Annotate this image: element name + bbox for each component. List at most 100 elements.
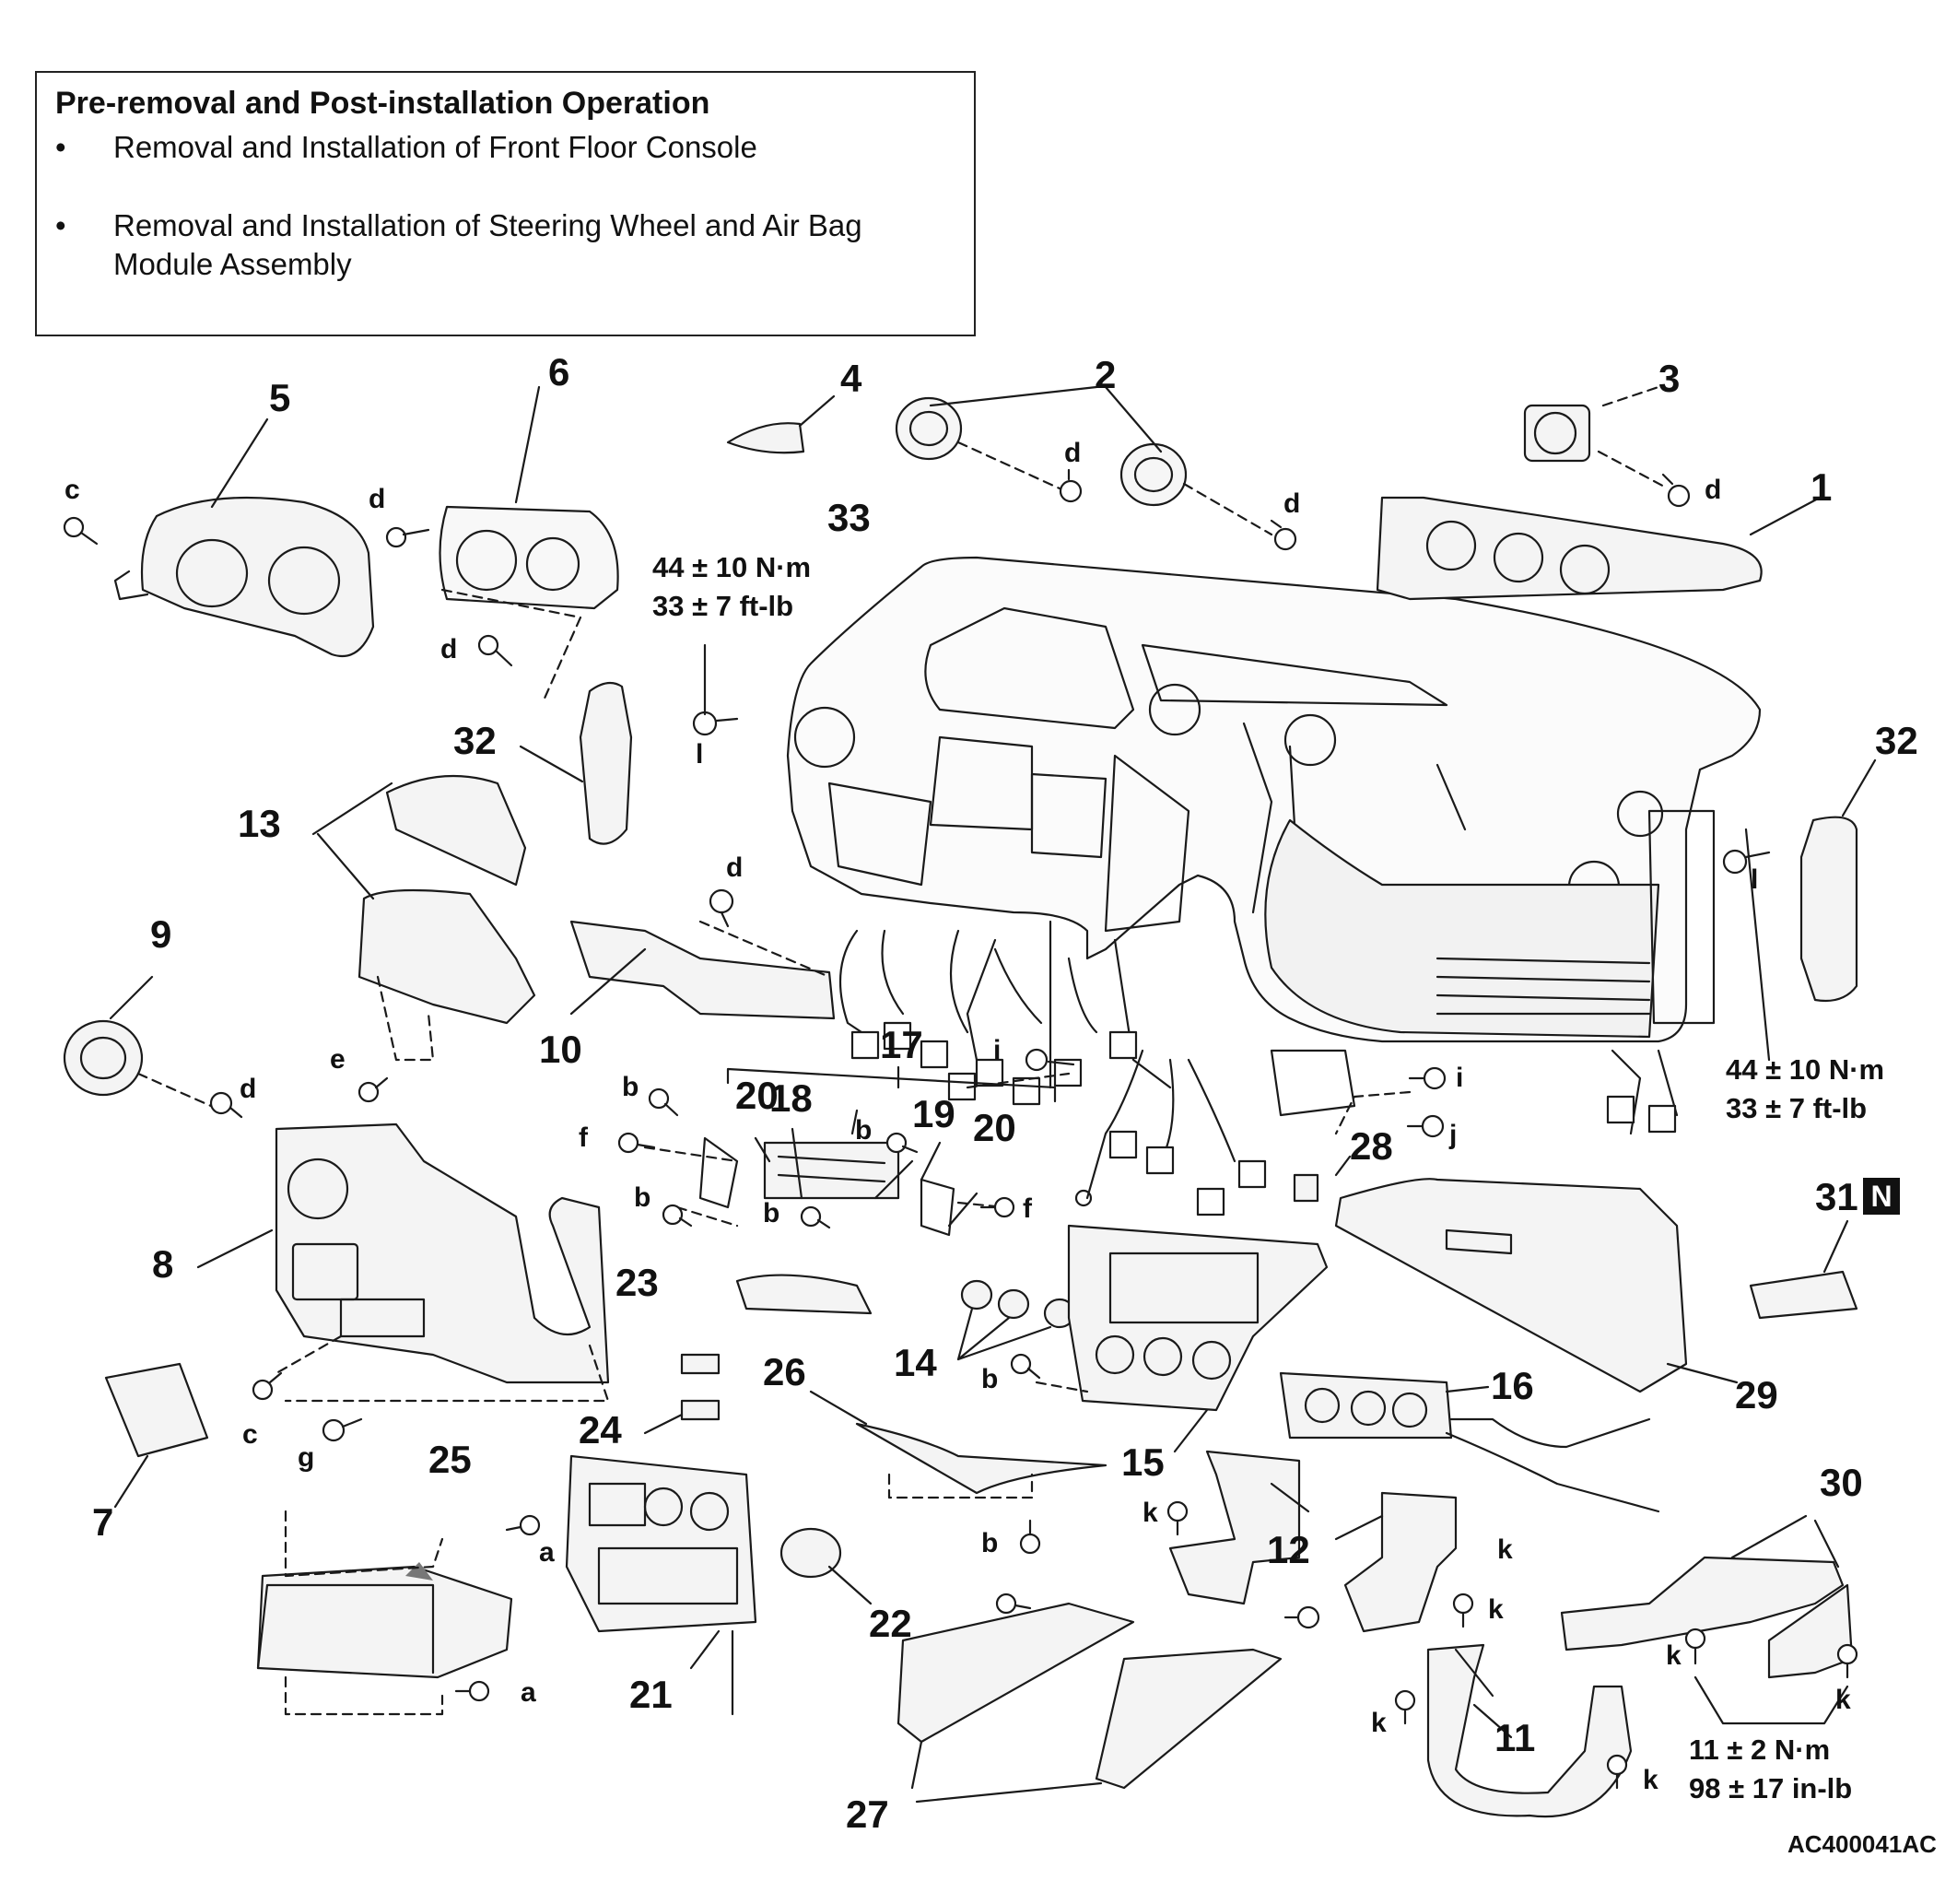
part-number: 21 bbox=[629, 1673, 673, 1716]
lower-panel-8 bbox=[196, 1122, 610, 1403]
part-number: 24 bbox=[579, 1408, 622, 1452]
fasteners bbox=[63, 468, 1858, 1790]
part-number: 7 bbox=[92, 1500, 114, 1544]
part-number: 18 bbox=[769, 1076, 813, 1120]
combination-meter-6 bbox=[439, 385, 619, 702]
part-number: 28 bbox=[1350, 1124, 1393, 1168]
torque-metric: 11 ± 2 N·m bbox=[1689, 1734, 1831, 1766]
fastener-letter: d bbox=[1064, 438, 1082, 468]
center-panel-15 bbox=[1035, 1224, 1329, 1453]
fastener-letter: d bbox=[726, 852, 744, 883]
operation-box-title: Pre-removal and Post-installation Operat… bbox=[55, 86, 710, 121]
fastener-letter: i bbox=[1456, 1063, 1464, 1093]
trim-26 bbox=[809, 1390, 1107, 1499]
fastener-letter: g bbox=[298, 1442, 315, 1473]
knobs-14 bbox=[956, 1279, 1076, 1361]
bullet: • bbox=[55, 208, 66, 242]
fastener-letter: d bbox=[1283, 488, 1301, 519]
fastener-letter: l bbox=[696, 739, 704, 770]
switch-23 bbox=[680, 1353, 721, 1375]
brackets-12 bbox=[1168, 1450, 1458, 1633]
part-number: 30 bbox=[1820, 1461, 1863, 1504]
pocket-25 bbox=[256, 1510, 513, 1716]
part-number: 17 bbox=[880, 1023, 923, 1066]
latch-31 bbox=[1749, 1219, 1858, 1320]
part-number: 20 bbox=[973, 1106, 1016, 1149]
bullet: • bbox=[55, 130, 66, 164]
operation-item-text: Removal and Installation of Steering Whe… bbox=[113, 208, 862, 281]
part-number: 33 bbox=[827, 496, 871, 539]
part-number: 23 bbox=[615, 1261, 659, 1304]
fastener-letter: k bbox=[1835, 1685, 1851, 1715]
torque-spec: 11 ± 2 N·m 98 ± 17 in-lb bbox=[1689, 1731, 1852, 1808]
part-number: 29 bbox=[1735, 1373, 1778, 1416]
switch-24 bbox=[643, 1399, 721, 1435]
cover-7 bbox=[104, 1362, 209, 1509]
part-number: 10 bbox=[539, 1028, 582, 1071]
part-number: 20 bbox=[735, 1074, 779, 1117]
clock-3 bbox=[1523, 385, 1670, 490]
air-outlets-2 bbox=[895, 385, 1273, 536]
fastener-letter: b bbox=[622, 1072, 639, 1102]
fastener-letter: f bbox=[579, 1122, 588, 1153]
torque-spec: 44 ± 10 N·m 33 ± 7 ft-lb bbox=[1726, 1051, 1884, 1128]
fastener-letter: d bbox=[1705, 475, 1722, 505]
part-number: 25 bbox=[428, 1438, 472, 1481]
operation-item-text: Removal and Installation of Front Floor … bbox=[113, 130, 757, 164]
part-number: 3 bbox=[1658, 357, 1681, 400]
fastener-letter: j bbox=[1449, 1120, 1458, 1150]
fastener-letter: d bbox=[369, 484, 386, 514]
column-cover-13 bbox=[311, 774, 536, 1062]
operation-item: • Removal and Installation of Front Floo… bbox=[55, 128, 940, 167]
part-number: 6 bbox=[548, 350, 570, 394]
part-number: 15 bbox=[1121, 1440, 1165, 1484]
fastener-letter: d bbox=[240, 1074, 257, 1104]
part-number: 11 bbox=[1494, 1716, 1536, 1759]
fastener-letter: b bbox=[855, 1115, 873, 1146]
part-number: 12 bbox=[1267, 1528, 1310, 1571]
fastener-letter: c bbox=[64, 475, 80, 505]
side-cover-32-left bbox=[519, 681, 633, 845]
heater-control-16 bbox=[1279, 1371, 1660, 1513]
part-number: 27 bbox=[846, 1792, 889, 1836]
torque-metric: 44 ± 10 N·m bbox=[1726, 1053, 1885, 1086]
fastener-letter: l bbox=[1751, 864, 1759, 895]
fastener-letter: a bbox=[539, 1537, 555, 1568]
part-number: 4 bbox=[840, 357, 862, 400]
knob-22 bbox=[779, 1527, 873, 1605]
part-number: 31 bbox=[1815, 1175, 1858, 1218]
fastener-letter: c bbox=[242, 1419, 258, 1450]
fastener-letter: e bbox=[330, 1044, 346, 1075]
cover-4 bbox=[726, 394, 836, 454]
part-number: 8 bbox=[152, 1242, 174, 1286]
part-number: 32 bbox=[453, 719, 497, 762]
glove-box-29 bbox=[1334, 1178, 1739, 1393]
torque-imperial: 33 ± 7 ft-lb bbox=[652, 590, 794, 622]
leader-lines bbox=[703, 643, 1849, 1739]
fastener-letter: b bbox=[763, 1198, 780, 1228]
part-number: 1 bbox=[1811, 465, 1833, 509]
part-number: 5 bbox=[269, 376, 291, 419]
part-number: 26 bbox=[763, 1350, 806, 1393]
fastener-letter: f bbox=[1023, 1193, 1032, 1224]
instrument-panel-33 bbox=[786, 556, 1762, 1216]
fastener-letter: k bbox=[1143, 1498, 1158, 1528]
fastener-letter: a bbox=[521, 1677, 536, 1708]
torque-spec: 44 ± 10 N·m 33 ± 7 ft-lb bbox=[652, 548, 811, 626]
part-number: 16 bbox=[1491, 1364, 1534, 1407]
part-number: 2 bbox=[1095, 353, 1117, 396]
upper-panel-1 bbox=[1376, 496, 1822, 601]
torque-metric: 44 ± 10 N·m bbox=[652, 551, 812, 583]
panel-21 bbox=[565, 1454, 757, 1670]
part-number: 32 bbox=[1875, 719, 1918, 762]
fastener-letter: b bbox=[981, 1364, 999, 1394]
part-number: 22 bbox=[869, 1602, 912, 1645]
torque-imperial: 98 ± 17 in-lb bbox=[1689, 1772, 1853, 1804]
fastener-letter: d bbox=[440, 634, 458, 664]
fastener-letter: k bbox=[1371, 1708, 1387, 1738]
part-number: 13 bbox=[238, 802, 281, 845]
operation-box: Pre-removal and Post-installation Operat… bbox=[35, 71, 976, 336]
fastener-letter: k bbox=[1497, 1534, 1513, 1565]
torque-imperial: 33 ± 7 ft-lb bbox=[1726, 1092, 1868, 1124]
